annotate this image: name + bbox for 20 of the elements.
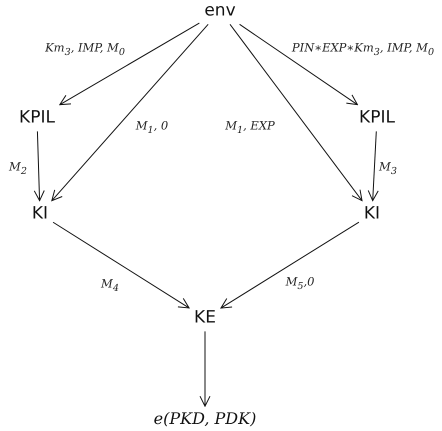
arrow (34, 130, 45, 202)
node-label: KPIL (357, 108, 397, 128)
arrow (368, 130, 379, 202)
arrow (220, 222, 360, 309)
node-label: env (202, 0, 238, 22)
edge-label: M$_{5}$,0 (284, 276, 316, 292)
node-label: KPIL (17, 108, 57, 128)
node-label: KI (30, 204, 50, 224)
arrow (200, 330, 210, 407)
node-label: KI (362, 204, 382, 224)
edge-label: PIN∗EXP∗Km$_{3}$, IMP, M$_{0}$ (290, 42, 436, 58)
node-label: KE (192, 308, 218, 328)
edge-label: M$_{3}$ (378, 160, 398, 178)
arrow (59, 22, 200, 106)
edge-label: Km$_{3}$, IMP, M$_{0}$ (44, 42, 126, 58)
arrow (52, 222, 190, 308)
arrow (230, 24, 362, 202)
arrow (239, 24, 358, 106)
arrow (51, 24, 209, 202)
node-label: e(PKD, PDK) (152, 409, 258, 429)
